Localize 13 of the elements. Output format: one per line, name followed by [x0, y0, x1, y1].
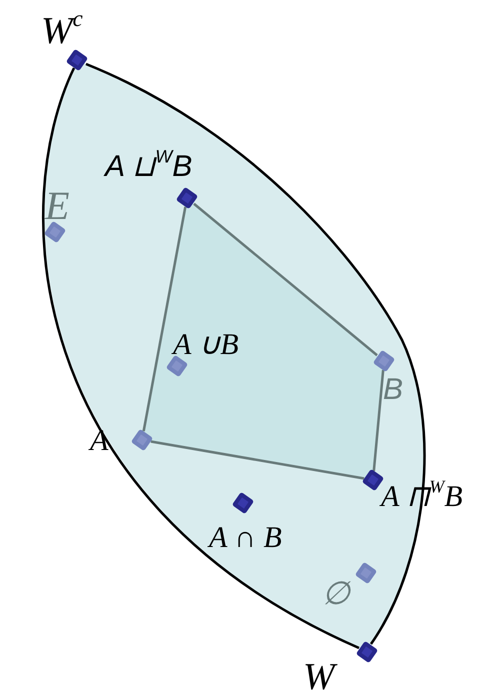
point-label: ∅ [322, 577, 350, 609]
point-label: B [383, 375, 404, 405]
point-label: E [45, 186, 70, 226]
boundary-curve [42, 68, 360, 650]
point-label: A ⊔$^{W}$B [105, 152, 192, 182]
line [193, 202, 378, 356]
point-label: W [303, 658, 335, 692]
point-label: A ∩ B [209, 523, 282, 553]
point-label: A ∪B [173, 330, 239, 360]
point-label: W$^{c}$ [41, 12, 83, 50]
line [142, 206, 187, 432]
line [372, 370, 384, 472]
line [150, 440, 364, 480]
